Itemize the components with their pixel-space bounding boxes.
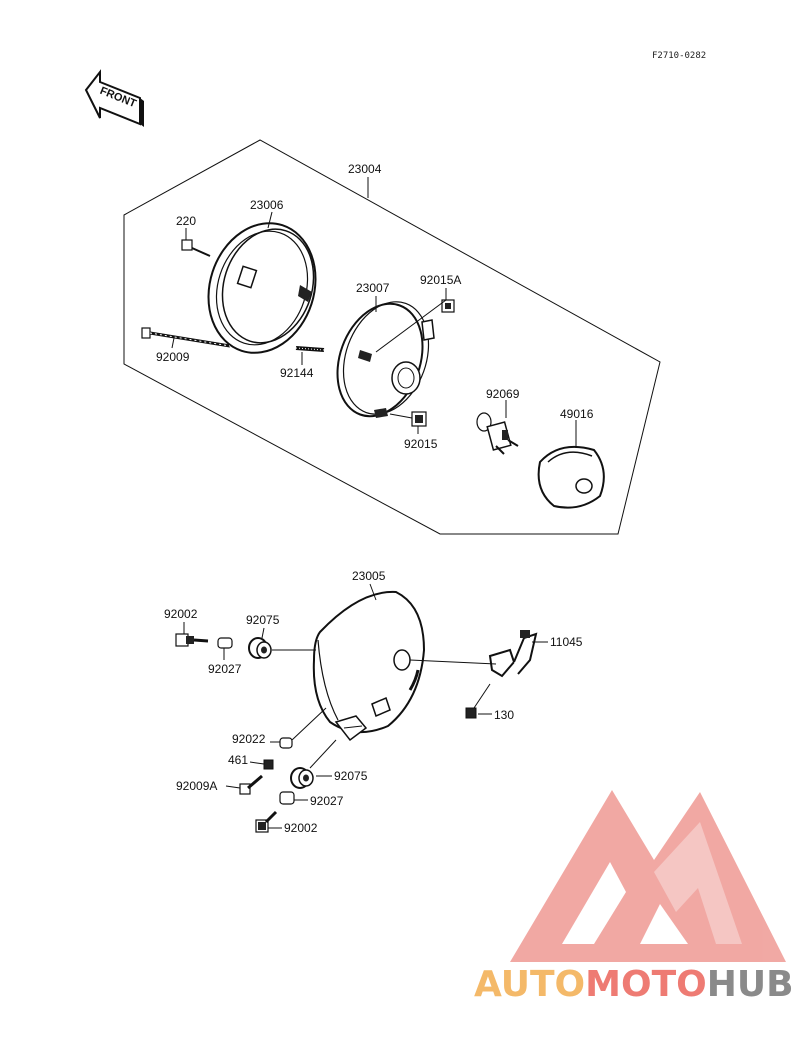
label-92069: 92069 [486, 387, 520, 401]
leader-92009 [171, 337, 175, 349]
screw-92009 [141, 327, 231, 348]
leader-23006 [267, 211, 273, 229]
label-92015A: 92015A [420, 273, 461, 287]
label-92009A: 92009A [176, 779, 217, 793]
assembly-outline [123, 139, 661, 535]
reflector-unit [336, 301, 435, 418]
leader-92075-b2 [309, 739, 337, 769]
label-92027-b: 92027 [310, 794, 344, 808]
drawing-code: F2710-0282 [652, 51, 706, 61]
watermark-hub: HUB [707, 964, 794, 1005]
dust-cover-49016 [537, 446, 605, 509]
grommet-92075-upper [248, 637, 272, 659]
label-23007: 23007 [356, 281, 390, 295]
screw-92009A [239, 774, 263, 795]
label-92002-a: 92002 [164, 607, 198, 621]
watermark-auto: AUTO [474, 964, 585, 1005]
label-220: 220 [176, 214, 196, 228]
nut-92015 [411, 411, 427, 427]
collar-92022 [279, 737, 293, 749]
label-23006: 23006 [250, 198, 284, 212]
spring-92144 [295, 346, 325, 352]
leader-92022-a [291, 707, 327, 741]
watermark-text: AUTOMOTOHUB [474, 964, 794, 1005]
grommet-92075-lower [290, 767, 314, 789]
leader-92009A [225, 785, 241, 789]
watermark-logo-icon [510, 790, 786, 962]
leader-461 [249, 761, 265, 765]
label-92022: 92022 [232, 732, 266, 746]
screw-220 [181, 239, 211, 257]
label-130: 130 [494, 708, 514, 722]
front-arrow-icon: FRONT [84, 69, 144, 127]
label-92009: 92009 [156, 350, 190, 364]
leader-92015-a [389, 413, 413, 419]
label-11045: 11045 [550, 635, 583, 649]
label-92075-a: 92075 [246, 613, 280, 627]
nut-461 [263, 759, 274, 770]
label-92144: 92144 [280, 366, 314, 380]
bulb-92069 [476, 412, 519, 455]
headlight-rim [207, 222, 317, 354]
bolt-92002-lower [255, 810, 278, 833]
bolt-92002-upper [175, 633, 209, 647]
label-92027-a: 92027 [208, 662, 242, 676]
nut-92015A [441, 299, 455, 313]
label-49016: 49016 [560, 407, 594, 421]
label-92002-b: 92002 [284, 821, 318, 835]
watermark-moto: MOTO [585, 964, 707, 1005]
label-92075-b: 92075 [334, 769, 368, 783]
bracket-11045 [488, 630, 538, 678]
collar-92027-upper [217, 637, 233, 649]
leader-11045-a [409, 659, 497, 665]
bolt-130 [465, 683, 491, 719]
label-92015: 92015 [404, 437, 438, 451]
label-461: 461 [228, 753, 248, 767]
leader-92075-a [261, 627, 265, 639]
headlight-housing-23005 [312, 590, 426, 742]
collar-92027-lower [279, 791, 295, 805]
leader-23005 [369, 583, 377, 601]
label-23005: 23005 [352, 569, 386, 583]
label-23004: 23004 [348, 162, 382, 176]
leader-92015A-b [375, 299, 447, 353]
